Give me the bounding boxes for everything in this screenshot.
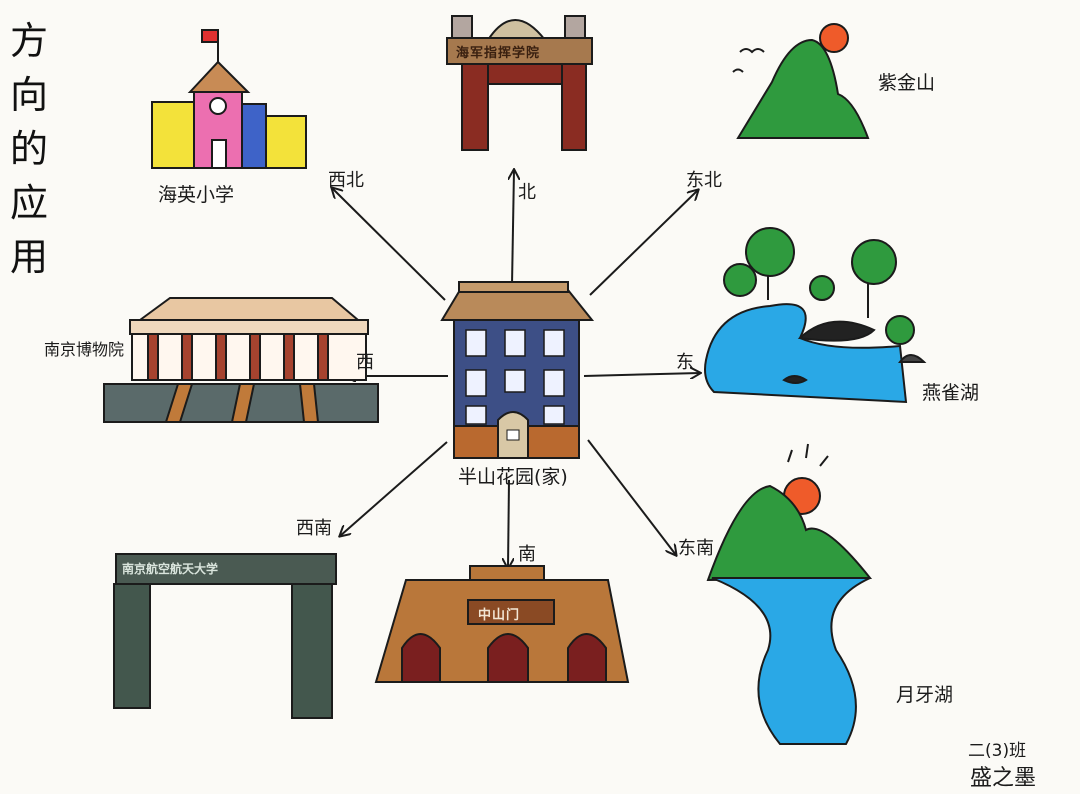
- moon-lake: [706, 443, 873, 745]
- zhongshan-gate: [374, 565, 630, 683]
- arrow-south: [508, 479, 509, 568]
- place-northeast: 紫金山: [878, 72, 936, 94]
- author-name: 盛之墨: [970, 766, 1037, 791]
- place-southeast: 月牙湖: [896, 684, 954, 706]
- arrow-northwest: [332, 188, 446, 301]
- purple-mountain: [732, 23, 870, 139]
- label-northeast: 东北: [686, 170, 722, 191]
- school-building: [151, 29, 307, 169]
- place-west: 南京博物院: [44, 340, 125, 359]
- north-gate-sign: 海军指挥学院: [456, 46, 541, 61]
- arrow-north: [512, 170, 514, 286]
- label-northwest: 西北: [328, 170, 364, 191]
- nanjing-museum: [103, 297, 379, 423]
- page-title: 方向的应用: [10, 19, 49, 279]
- university-gate: [113, 553, 337, 719]
- arrow-northeast: [589, 190, 698, 296]
- label-north: 北: [518, 182, 536, 203]
- arrow-southeast: [587, 439, 676, 555]
- yanque-lake: [704, 227, 927, 404]
- label-south: 南: [518, 544, 536, 565]
- place-east: 燕雀湖: [922, 382, 980, 404]
- north-gate: [446, 15, 593, 151]
- label-east: 东: [676, 352, 694, 373]
- direction-arrows: [332, 170, 700, 568]
- place-northwest: 海英小学: [158, 184, 235, 206]
- label-southwest: 西南: [296, 518, 332, 539]
- label-west: 西: [356, 352, 374, 373]
- class-label: 二(3)班: [968, 741, 1027, 761]
- arrow-southwest: [340, 441, 448, 536]
- label-southeast: 东南: [678, 538, 714, 559]
- home-label: 半山花园(家): [458, 466, 568, 488]
- arrow-east: [583, 373, 700, 376]
- southwest-gate-sign: 南京航空航天大学: [122, 562, 219, 576]
- south-gate-sign: 中山门: [478, 608, 521, 623]
- home-building: [440, 281, 595, 459]
